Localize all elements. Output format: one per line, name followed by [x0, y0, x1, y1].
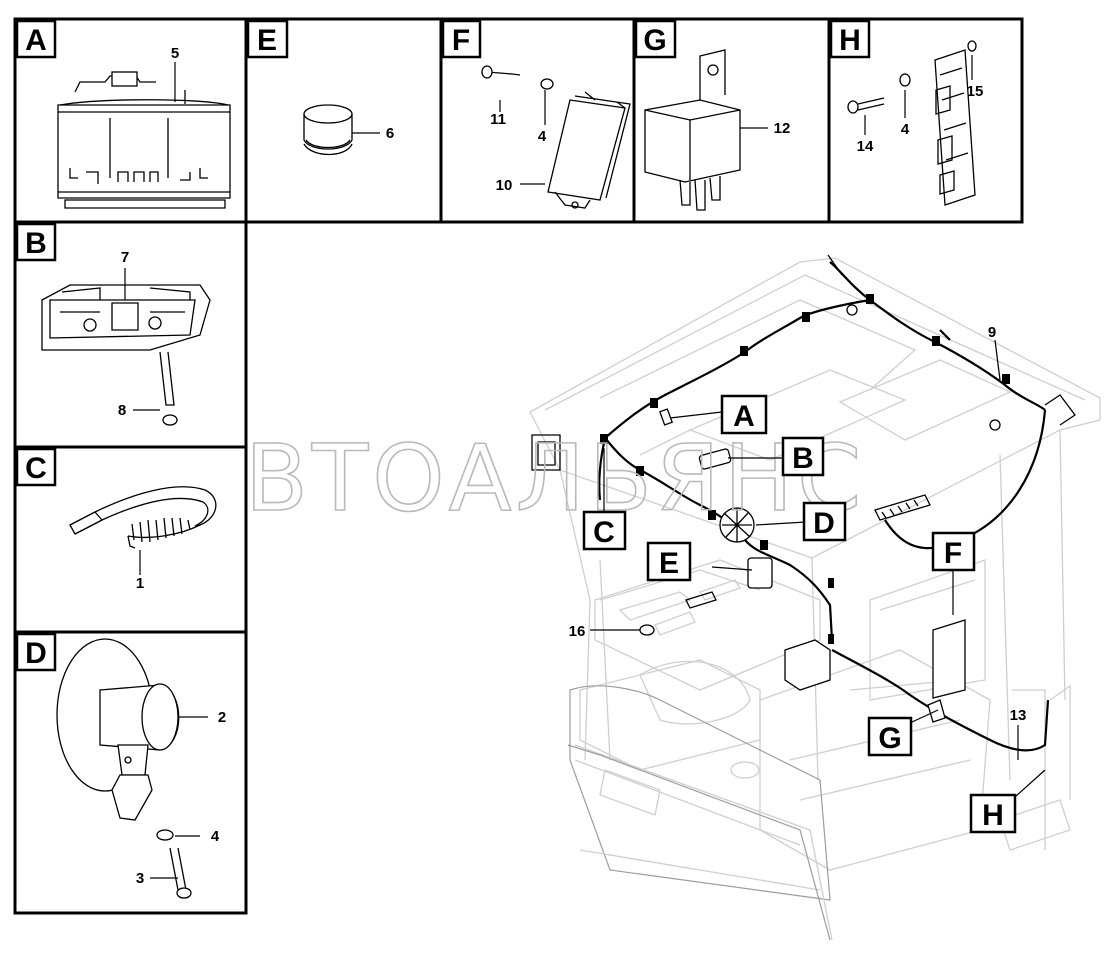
panel-B-letter: B	[25, 227, 47, 260]
panel-G-letter: G	[643, 24, 666, 57]
panel-C: C 1	[13, 445, 248, 634]
main-tag-C[interactable]: C	[582, 510, 627, 551]
callout-16: 16	[569, 623, 586, 640]
relay-module-part	[57, 71, 231, 209]
panel-H-letter: H	[839, 24, 861, 57]
watermark: АВТОАЛЬЯНС	[178, 425, 865, 532]
panel-D: D 2 4 3	[13, 630, 248, 915]
main-tag-G-label: G	[878, 722, 901, 755]
panel-C-letter: C	[25, 452, 47, 485]
main-tag-B-label: B	[792, 442, 814, 475]
callout-5: 5	[171, 45, 179, 62]
main-tag-E-label: E	[659, 547, 679, 580]
panel-A: A 5	[13, 17, 248, 224]
panel-F-letter: F	[452, 24, 470, 57]
callout-7: 7	[121, 249, 129, 266]
callout-2: 2	[218, 709, 226, 726]
main-tag-C-label: C	[593, 516, 615, 549]
main-view-leaders	[590, 339, 1046, 797]
grommet-part	[303, 104, 353, 156]
panel-E-letter: E	[257, 24, 277, 57]
main-tag-G[interactable]: G	[867, 716, 913, 757]
panel-B: B 7 8	[13, 220, 248, 449]
panel-D-letter: D	[25, 637, 47, 670]
panel-A-letter: A	[25, 24, 47, 57]
main-tag-F[interactable]: F	[931, 531, 976, 572]
callout-11: 11	[490, 111, 506, 128]
callout-12: 12	[774, 120, 791, 137]
harness-clips	[600, 294, 1010, 644]
callout-13: 13	[1010, 707, 1027, 724]
main-tag-D[interactable]: D	[802, 501, 847, 542]
callout-14: 14	[857, 138, 874, 155]
control-unit-part	[481, 65, 631, 209]
main-tag-D-label: D	[813, 507, 835, 540]
panel-F: F 11 4 10	[439, 17, 636, 224]
callout-3: 3	[136, 870, 144, 887]
callout-10: 10	[496, 177, 513, 194]
main-tag-H[interactable]: H	[969, 793, 1017, 834]
relay-part	[644, 49, 741, 211]
main-tag-A[interactable]: A	[720, 394, 768, 435]
callout-4-H: 4	[901, 121, 910, 138]
callout-15: 15	[967, 83, 984, 100]
panel-G: G 12	[632, 17, 831, 224]
callout-8: 8	[118, 402, 126, 419]
callout-6: 6	[386, 125, 394, 142]
callout-4-F: 4	[538, 128, 547, 145]
callout-4-D: 4	[211, 828, 220, 845]
main-tag-A-label: A	[733, 400, 755, 433]
speaker-part	[56, 638, 192, 899]
panel-H: H 15 14 4	[827, 17, 1024, 224]
main-tag-F-label: F	[944, 537, 962, 570]
interior-lamp-part	[41, 284, 211, 426]
cable-tie-part	[69, 486, 217, 549]
cab-overview	[529, 257, 1101, 941]
callout-1: 1	[136, 575, 144, 592]
panel-E: E 6	[244, 17, 443, 224]
main-tag-B[interactable]: B	[781, 436, 825, 477]
main-tag-H-label: H	[982, 799, 1004, 832]
main-tag-E[interactable]: E	[646, 541, 692, 582]
callout-9: 9	[988, 324, 996, 341]
bracket-part	[847, 40, 977, 206]
